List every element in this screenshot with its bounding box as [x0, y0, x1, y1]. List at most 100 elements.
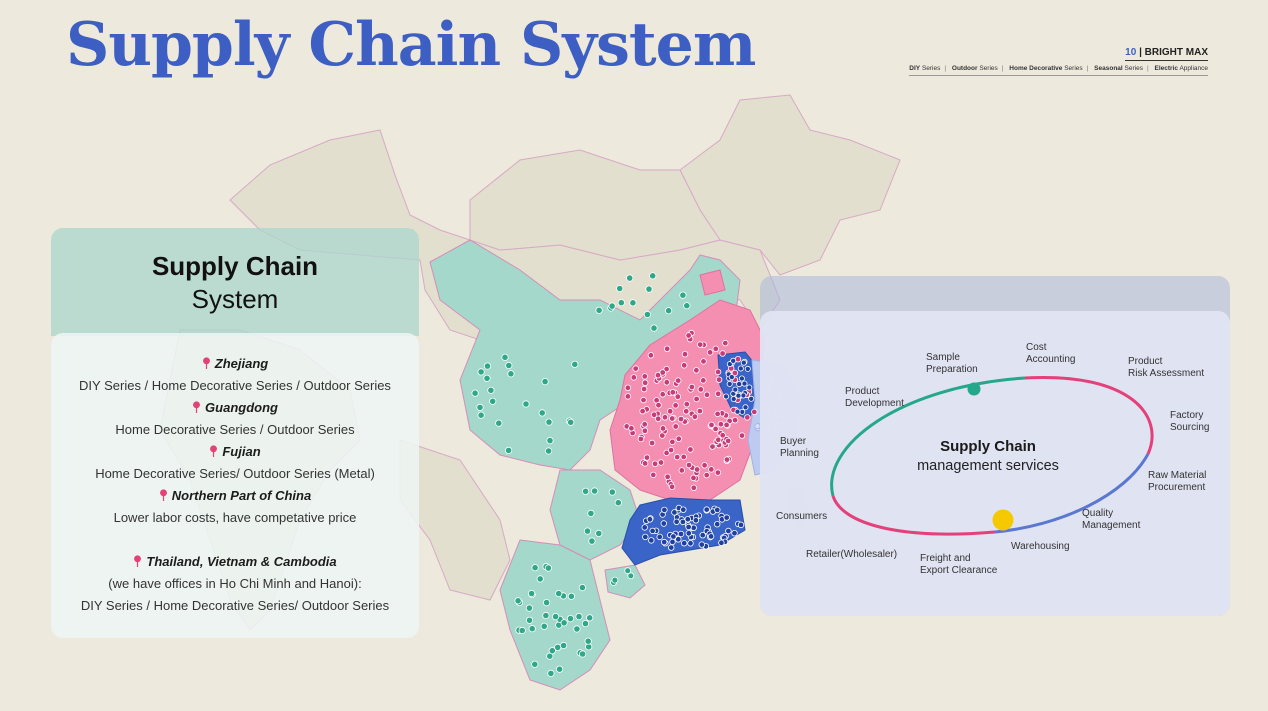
map-pin-icon	[611, 576, 619, 584]
map-pin-icon	[629, 299, 637, 307]
map-land-mongolia	[469, 149, 721, 261]
brand-line: 10 | BRIGHT MAX	[1125, 47, 1208, 61]
map-pin-icon	[567, 592, 576, 600]
map-pin-icon	[542, 611, 550, 620]
map-pin-icon	[522, 400, 530, 408]
stage-line: Raw Material	[1148, 470, 1206, 481]
region-zhejiang: Zhejiang DIY Series / Home Decorative Se…	[51, 353, 419, 397]
map-pin-icon	[679, 518, 687, 526]
region-name-row: Thailand, Vietnam & Cambodia	[51, 551, 419, 573]
map-pin-icon	[544, 564, 553, 572]
brand-name: BRIGHT MAX	[1144, 47, 1208, 58]
map-pin-icon	[575, 612, 583, 621]
map-pin-icon	[525, 604, 534, 612]
cycle-center-title: Supply Chain	[940, 438, 1036, 455]
map-pin-icon	[668, 544, 675, 551]
map-pin-icon	[648, 439, 656, 447]
stage-line: Freight and	[920, 553, 971, 564]
map-pin-icon	[675, 435, 682, 442]
region-name-row: Zhejiang	[51, 353, 419, 375]
map-pin-icon	[684, 516, 691, 523]
map-pin-icon	[723, 514, 730, 521]
map-pin-icon	[651, 460, 659, 467]
map-pin-icon	[707, 533, 715, 540]
location-pin-icon	[159, 489, 167, 501]
map-pin-icon	[650, 471, 657, 479]
map-pin-icon	[696, 407, 704, 415]
map-pin-icon	[504, 446, 513, 454]
panel-header: Supply Chain System	[51, 228, 419, 336]
map-pin-icon	[726, 380, 733, 387]
stage-line: Sample	[926, 352, 960, 363]
map-pin-icon	[546, 436, 554, 445]
region-name-row: Guangdong	[51, 397, 419, 419]
map-pin-icon	[731, 369, 739, 377]
series-sep: |	[1146, 65, 1149, 72]
map-pin-icon	[740, 359, 747, 366]
map-pin-icon	[677, 530, 685, 538]
map-pin-icon	[614, 499, 622, 507]
map-pin-icon	[661, 414, 669, 421]
map-region-northern-pink	[699, 269, 726, 296]
stage-line: Product	[1128, 356, 1163, 367]
stage-line: Development	[845, 398, 904, 409]
map-pin-icon	[595, 529, 603, 538]
map-land-northeast	[679, 94, 901, 276]
map-pin-icon	[683, 408, 690, 415]
map-pin-icon	[626, 274, 634, 282]
map-pin-icon	[547, 669, 555, 678]
map-pin-icon	[748, 395, 755, 402]
stage-line: Product	[845, 386, 880, 397]
map-pin-icon	[693, 395, 700, 403]
map-pin-icon	[590, 487, 599, 495]
map-pin-icon	[706, 349, 714, 356]
location-pin-icon	[193, 401, 200, 413]
map-pin-icon	[650, 411, 658, 418]
map-pin-icon	[715, 436, 722, 443]
map-pin-icon	[567, 418, 575, 426]
map-pin-icon	[655, 415, 662, 422]
map-pin-icon	[737, 521, 745, 529]
map-pin-icon	[715, 376, 723, 383]
map-pin-icon	[698, 541, 705, 548]
map-pin-icon	[735, 392, 742, 399]
map-pin-icon	[680, 506, 687, 513]
region-name: Northern Part of China	[171, 488, 312, 503]
map-pin-icon	[671, 509, 678, 516]
map-pin-icon	[675, 536, 682, 543]
map-pin-icon	[709, 443, 716, 450]
stage-line: Procurement	[1148, 482, 1205, 493]
page-title: Supply Chain System	[66, 10, 756, 80]
map-pin-icon	[690, 474, 697, 482]
region-name-row: Northern Part of China	[51, 485, 419, 507]
stage-line: Cost	[1026, 342, 1047, 353]
map-pin-icon	[545, 418, 553, 426]
map-pin-icon	[744, 365, 751, 372]
map-pin-icon	[685, 332, 692, 339]
series-tag-bold: DIY	[909, 65, 921, 72]
map-pin-icon	[663, 379, 670, 386]
map-pin-icon	[723, 421, 730, 429]
map-pin-icon	[697, 386, 704, 393]
stage-retailer: Retailer(Wholesaler)	[806, 549, 897, 560]
map-pin-icon	[656, 533, 663, 541]
cycle-arc-teal	[830, 376, 1026, 497]
map-pin-icon	[595, 306, 603, 314]
map-pin-icon	[708, 421, 715, 429]
map-pin-icon	[685, 523, 692, 531]
page-number: 10	[1125, 47, 1137, 58]
map-pin-icon	[578, 583, 587, 592]
series-tag-suffix: Series	[979, 65, 998, 72]
map-pin-icon	[471, 389, 479, 397]
region-description: (we have offices in Ho Chi Minh and Hano…	[108, 576, 362, 591]
map-pin-icon	[687, 446, 694, 453]
stage-line: Preparation	[926, 364, 978, 375]
map-region-east	[609, 299, 766, 501]
map-pin-icon	[714, 521, 721, 528]
map-pin-icon	[672, 423, 679, 430]
supply-chain-panel: Supply Chain System Zhejiang DIY Series …	[51, 228, 419, 638]
map-pin-icon	[683, 401, 690, 408]
map-pin-icon	[659, 432, 666, 439]
series-tag-suffix: Series	[1064, 65, 1083, 72]
